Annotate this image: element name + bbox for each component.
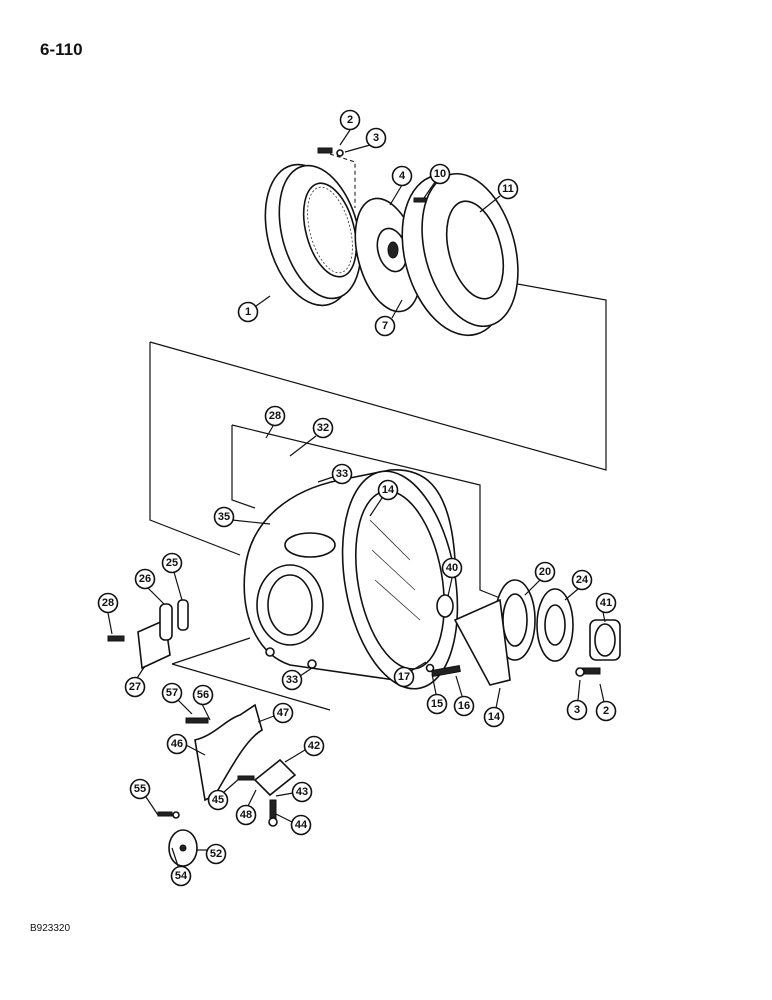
callout-57: 57	[161, 682, 193, 715]
cover-plate-small	[253, 758, 297, 797]
callout-45: 45	[207, 777, 241, 811]
svg-text:16: 16	[458, 700, 470, 712]
callout-42: 42	[284, 735, 325, 763]
callout-55: 55	[129, 778, 159, 816]
svg-text:15: 15	[431, 698, 443, 710]
svg-text:27: 27	[129, 681, 141, 693]
svg-text:28: 28	[102, 597, 114, 609]
callout-41: 41	[595, 592, 617, 623]
callout-56: 56	[192, 684, 214, 721]
svg-text:42: 42	[308, 740, 320, 752]
bracket	[453, 598, 511, 686]
fastener-bolts	[157, 647, 601, 827]
callout-44: 44	[275, 813, 312, 836]
svg-text:44: 44	[295, 819, 308, 831]
callout-11: 11	[479, 178, 519, 213]
svg-text:25: 25	[166, 557, 178, 569]
bolt	[317, 147, 427, 203]
svg-text:52: 52	[210, 848, 222, 860]
cover-plate	[107, 599, 189, 670]
housing-cover	[401, 172, 519, 337]
svg-text:43: 43	[296, 786, 308, 798]
svg-text:55: 55	[134, 783, 146, 795]
callout-25: 25	[161, 552, 183, 601]
callout-40: 40	[441, 557, 463, 597]
callout-14b: 14	[483, 687, 505, 728]
svg-text:45: 45	[212, 794, 224, 806]
svg-text:28: 28	[269, 410, 281, 422]
callout-27: 27	[124, 665, 146, 698]
assembly-outline-lines	[149, 153, 607, 711]
callout-26: 26	[134, 568, 165, 605]
svg-text:20: 20	[539, 566, 551, 578]
svg-text:7: 7	[382, 320, 388, 332]
svg-text:3: 3	[373, 132, 379, 144]
svg-text:35: 35	[218, 511, 230, 523]
svg-text:10: 10	[434, 168, 446, 180]
callout-1: 1	[237, 295, 271, 323]
svg-text:11: 11	[502, 183, 514, 195]
callout-24: 24	[564, 569, 593, 601]
callout-43: 43	[275, 781, 313, 803]
callout-52: 52	[196, 843, 227, 865]
callout-4: 4	[389, 165, 413, 206]
svg-text:2: 2	[603, 705, 609, 717]
svg-text:17: 17	[398, 671, 410, 683]
svg-text:3: 3	[574, 704, 580, 716]
retainer	[536, 588, 574, 662]
callout-3b: 3	[566, 679, 588, 721]
svg-text:54: 54	[175, 870, 188, 882]
callout-10: 10	[423, 163, 451, 199]
callout-35: 35	[213, 506, 271, 528]
svg-text:33: 33	[286, 674, 298, 686]
svg-text:24: 24	[576, 574, 589, 586]
svg-text:56: 56	[197, 689, 209, 701]
svg-text:41: 41	[600, 597, 612, 609]
callout-2: 2	[339, 109, 361, 146]
bearing-cup	[436, 594, 454, 618]
callout-16: 16	[453, 675, 475, 717]
svg-text:1: 1	[245, 306, 251, 318]
svg-text:32: 32	[317, 422, 329, 434]
callout-20: 20	[524, 561, 556, 596]
svg-text:40: 40	[446, 562, 458, 574]
callout-3: 3	[344, 127, 387, 153]
svg-text:48: 48	[240, 809, 252, 821]
svg-text:26: 26	[139, 573, 151, 585]
callout-33: 33	[317, 463, 353, 485]
callout-46: 46	[166, 733, 206, 756]
coupling	[589, 619, 621, 661]
callout-48: 48	[235, 789, 257, 826]
svg-text:46: 46	[171, 738, 183, 750]
svg-text:57: 57	[166, 687, 178, 699]
callout-7: 7	[374, 299, 403, 337]
callout-28b: 28	[97, 592, 119, 635]
svg-text:4: 4	[399, 170, 406, 182]
flange-disc	[168, 829, 198, 867]
figure-code: B923320	[30, 923, 71, 934]
callout-2b: 2	[595, 683, 617, 722]
callout-33b: 33	[281, 667, 313, 691]
shift-lever	[185, 703, 263, 802]
svg-text:47: 47	[277, 707, 289, 719]
callout-15: 15	[426, 673, 448, 715]
ring-gear	[264, 163, 362, 307]
main-housing	[243, 469, 459, 690]
callout-28: 28	[264, 405, 286, 439]
svg-text:33: 33	[336, 468, 348, 480]
svg-text:14: 14	[382, 484, 395, 496]
callout-47: 47	[257, 702, 294, 724]
callout-54: 54	[170, 847, 192, 887]
svg-text:14: 14	[488, 711, 501, 723]
callout-14: 14	[369, 479, 399, 517]
svg-text:2: 2	[347, 114, 353, 126]
callout-32: 32	[289, 417, 334, 457]
callout-17: 17	[393, 661, 427, 688]
page-number: 6-110	[40, 40, 83, 59]
